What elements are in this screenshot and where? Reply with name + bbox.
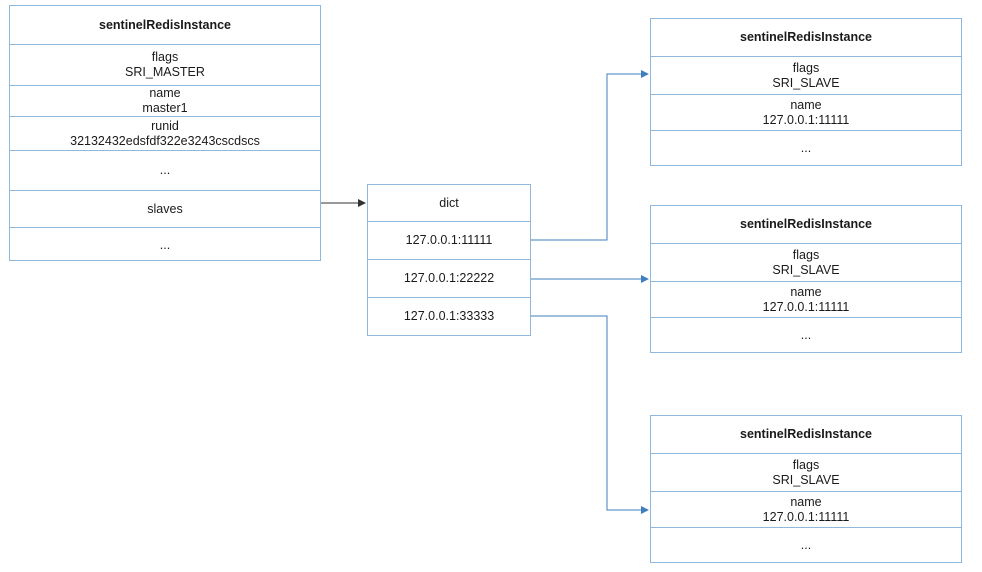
dict-title: dict <box>368 185 530 222</box>
master-flags-label: flags <box>151 50 179 64</box>
slave-name-value: 127.0.0.1:11111 <box>762 509 850 524</box>
dict-entry: 127.0.0.1:22222 <box>368 260 530 298</box>
slave-name-label: name <box>790 494 822 509</box>
slave-flags-field: flags SRI_SLAVE <box>651 454 961 492</box>
master-flags-value: SRI_MASTER <box>125 65 205 79</box>
slave-ellipsis-field: ... <box>800 537 812 552</box>
slave-name-value: 127.0.0.1:11111 <box>762 112 850 127</box>
slave-flags-label: flags <box>792 247 820 262</box>
master-name-label: name <box>149 86 181 100</box>
master-ellipsis-field: ... <box>10 151 320 191</box>
slave-name-label: name <box>790 284 822 299</box>
master-name-field: name master1 <box>10 86 320 117</box>
slave-flags-value: SRI_SLAVE <box>772 262 840 277</box>
slave-name-field: name 127.0.0.1:11111 <box>651 492 961 528</box>
dict-entry: 127.0.0.1:11111 <box>368 222 530 260</box>
slave-instance-box: sentinelRedisInstance flags SRI_SLAVE na… <box>650 205 962 353</box>
slave-flags-field: flags SRI_SLAVE <box>651 57 961 95</box>
master-name-value: master1 <box>142 101 188 115</box>
slave-instance-title: sentinelRedisInstance <box>651 416 961 454</box>
slave-ellipsis-field: ... <box>800 327 812 342</box>
master-runid-field: runid 32132432edsfdf322e3243cscdscs <box>10 117 320 151</box>
master-flags-field: flags SRI_MASTER <box>10 45 320 86</box>
slave-instance-title: sentinelRedisInstance <box>651 206 961 244</box>
dict-entry-1-to-slave-1-arrow <box>531 70 649 241</box>
slave-instance-box: sentinelRedisInstance flags SRI_SLAVE na… <box>650 18 962 166</box>
slave-name-label: name <box>790 97 822 112</box>
master-ellipsis-field-2: ... <box>159 237 171 252</box>
slave-name-field: name 127.0.0.1:11111 <box>651 95 961 131</box>
dict-box: dict 127.0.0.1:11111 127.0.0.1:22222 127… <box>367 184 531 336</box>
slave-instance-box: sentinelRedisInstance flags SRI_SLAVE na… <box>650 415 962 563</box>
master-instance-box: sentinelRedisInstance flags SRI_MASTER n… <box>9 5 321 261</box>
slave-name-field: name 127.0.0.1:11111 <box>651 282 961 318</box>
master-slaves-field: slaves <box>10 191 320 228</box>
master-instance-title: sentinelRedisInstance <box>10 6 320 45</box>
dict-entry-3-to-slave-3-arrow <box>531 315 649 514</box>
dict-entry: 127.0.0.1:33333 <box>403 309 495 323</box>
slave-flags-value: SRI_SLAVE <box>772 75 840 90</box>
slave-flags-label: flags <box>792 457 820 472</box>
slave-flags-label: flags <box>792 60 820 75</box>
slave-name-value: 127.0.0.1:11111 <box>762 299 850 314</box>
master-runid-label: runid <box>151 118 179 133</box>
slave-flags-value: SRI_SLAVE <box>772 472 840 487</box>
master-runid-value: 32132432edsfdf322e3243cscdscs <box>70 133 260 148</box>
slave-ellipsis-field: ... <box>800 140 812 155</box>
slave-instance-title: sentinelRedisInstance <box>651 19 961 57</box>
slave-flags-field: flags SRI_SLAVE <box>651 244 961 282</box>
